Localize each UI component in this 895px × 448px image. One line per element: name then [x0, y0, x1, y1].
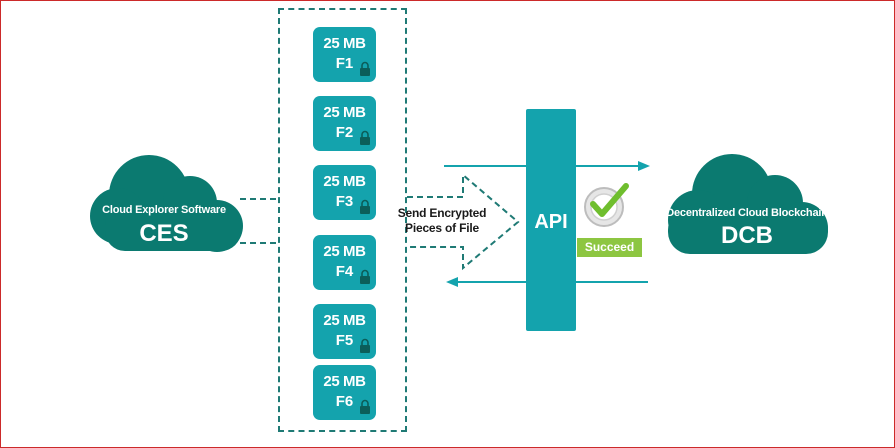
cloud-shape [90, 155, 243, 252]
lock-icon [360, 130, 370, 145]
file-size: 25 MB [323, 243, 366, 260]
file-name: F2 [335, 124, 354, 141]
file-size: 25 MB [323, 35, 366, 52]
file-pieces-container [278, 8, 407, 432]
check-circle-icon [584, 183, 629, 227]
send-label-line2: Pieces of File [405, 221, 479, 235]
file-tile-f6: 25 MB F6 [313, 365, 376, 420]
file-tile-f4: 25 MB F4 [313, 235, 376, 290]
file-tile-f3: 25 MB F3 [313, 165, 376, 220]
lock-icon [360, 269, 370, 284]
send-label-line1: Send Encrypted [397, 206, 487, 220]
api-bar [526, 109, 576, 331]
send-arrow-outline [407, 172, 520, 271]
ces-title: CES [139, 220, 189, 247]
lock-icon [360, 61, 370, 76]
cloud-shape [668, 154, 828, 254]
file-size: 25 MB [323, 104, 366, 121]
lock-icon [360, 399, 370, 414]
file-name: F6 [335, 393, 354, 410]
lock-icon [360, 199, 370, 214]
ces-cloud: Cloud Explorer Software CES [83, 150, 245, 254]
status-badge: Succeed [577, 238, 642, 257]
file-name: F3 [335, 193, 354, 210]
ces-subtitle: Cloud Explorer Software [102, 204, 226, 216]
api-label: API [534, 211, 568, 233]
file-tile-f2: 25 MB F2 [313, 96, 376, 151]
send-encrypted-label: Send Encrypted Pieces of File [392, 206, 492, 236]
file-name: F1 [335, 55, 354, 72]
dcb-cloud: Decentralized Cloud Blockchain DCB [662, 150, 832, 256]
file-size: 25 MB [323, 312, 366, 329]
file-size: 25 MB [323, 173, 366, 190]
dcb-subtitle: Decentralized Cloud Blockchain [666, 207, 828, 219]
dcb-title: DCB [721, 222, 773, 249]
file-name: F4 [335, 263, 354, 280]
file-tile-f1: 25 MB F1 [313, 27, 376, 82]
lock-icon [360, 338, 370, 353]
file-tile-f5: 25 MB F5 [313, 304, 376, 359]
file-size: 25 MB [323, 373, 366, 390]
file-name: F5 [335, 332, 354, 349]
